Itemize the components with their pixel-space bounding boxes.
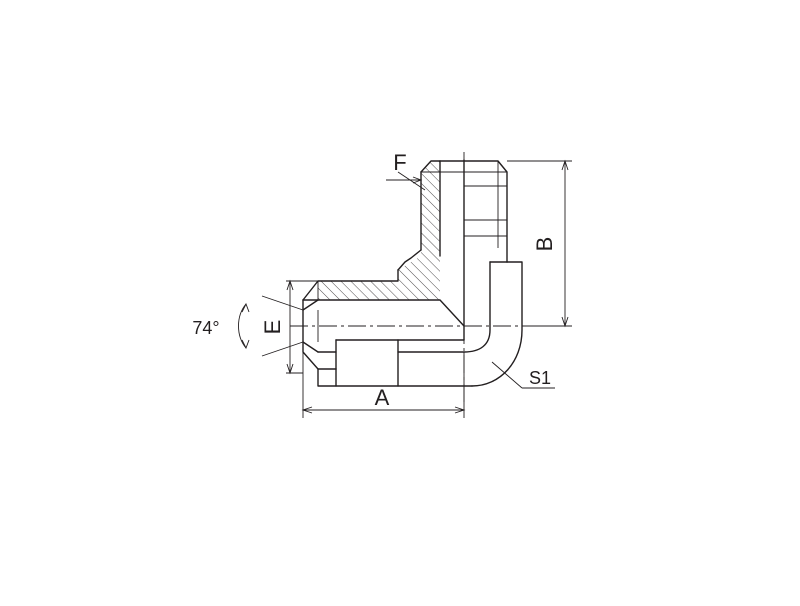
dimension-E [286, 279, 318, 375]
dimension-A [301, 352, 466, 418]
label-S1: S1 [529, 368, 551, 388]
label-angle: 74° [192, 318, 219, 338]
horizontal-body [302, 256, 465, 387]
dimension-B [507, 159, 572, 328]
label-A: A [375, 385, 390, 410]
angle-74-marker [238, 295, 304, 357]
leader-F [386, 171, 426, 191]
vertical-body [397, 160, 508, 271]
label-F: F [393, 150, 406, 175]
label-B: B [532, 237, 557, 252]
label-E: E [260, 320, 285, 335]
leader-S1 [491, 361, 555, 389]
